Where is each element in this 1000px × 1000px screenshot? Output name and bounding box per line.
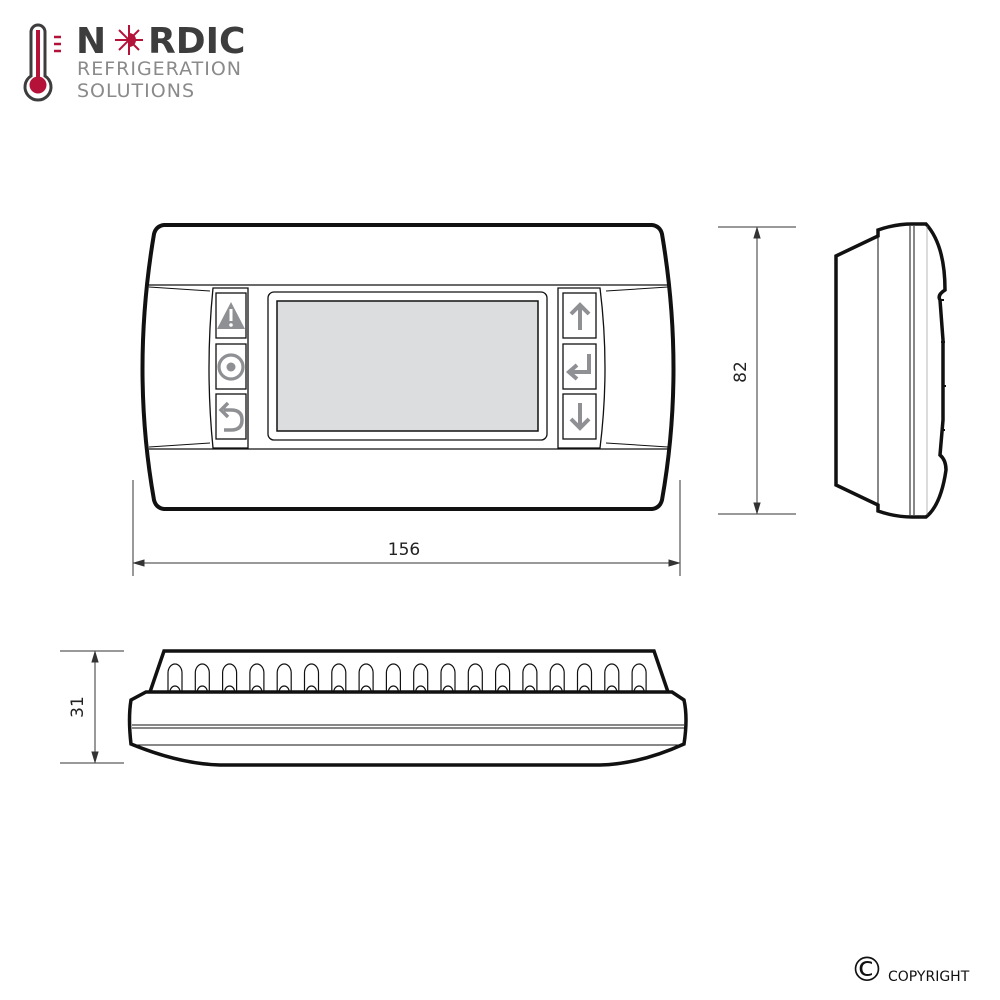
vent-slot [194, 663, 210, 693]
side-view [834, 222, 948, 519]
vent-slot [576, 663, 593, 693]
program-icon[interactable] [217, 353, 245, 381]
vent-slot [440, 663, 456, 693]
alarm-icon[interactable] [217, 302, 245, 329]
logo-n: N [76, 21, 106, 62]
height-dimension [718, 226, 796, 515]
logo: N RDIC REFRIGERATION SOLUTIONS [23, 21, 245, 102]
enter-icon[interactable] [565, 354, 591, 381]
logo-refrigeration: REFRIGERATION [77, 58, 242, 80]
logo-rdic: RDIC [148, 21, 245, 62]
vent-slot [358, 663, 374, 693]
vent-slot [167, 663, 183, 693]
thermometer-icon [23, 23, 61, 102]
up-arrow-icon[interactable] [569, 302, 591, 330]
vent-slot [413, 663, 429, 693]
copyright-label: COPYRIGHT [888, 969, 970, 985]
escape-icon[interactable] [218, 401, 244, 432]
depth-label: 31 [68, 696, 88, 718]
vent-slot [549, 663, 565, 693]
vent-slot [303, 663, 320, 693]
snowflake-sun-icon [115, 25, 143, 55]
vent-slot [276, 663, 292, 693]
display-screen [276, 300, 539, 432]
vent-slot [467, 663, 483, 693]
vent-slot [495, 663, 511, 693]
vent-slot [631, 663, 647, 693]
vent-slot [249, 663, 265, 693]
height-label: 82 [731, 361, 751, 383]
vent-slot [222, 663, 238, 693]
width-label: 156 [388, 540, 420, 560]
down-arrow-icon[interactable] [569, 403, 591, 431]
width-dimension [132, 480, 681, 576]
logo-solutions: SOLUTIONS [77, 80, 195, 102]
copyright-symbol: © [850, 950, 884, 990]
vent-slot [522, 663, 538, 693]
vent-slot [604, 663, 620, 693]
vent-slot [385, 663, 401, 693]
bottom-view [127, 649, 688, 767]
front-view [140, 223, 676, 511]
depth-dimension [60, 650, 124, 764]
vent-slot [331, 663, 347, 693]
